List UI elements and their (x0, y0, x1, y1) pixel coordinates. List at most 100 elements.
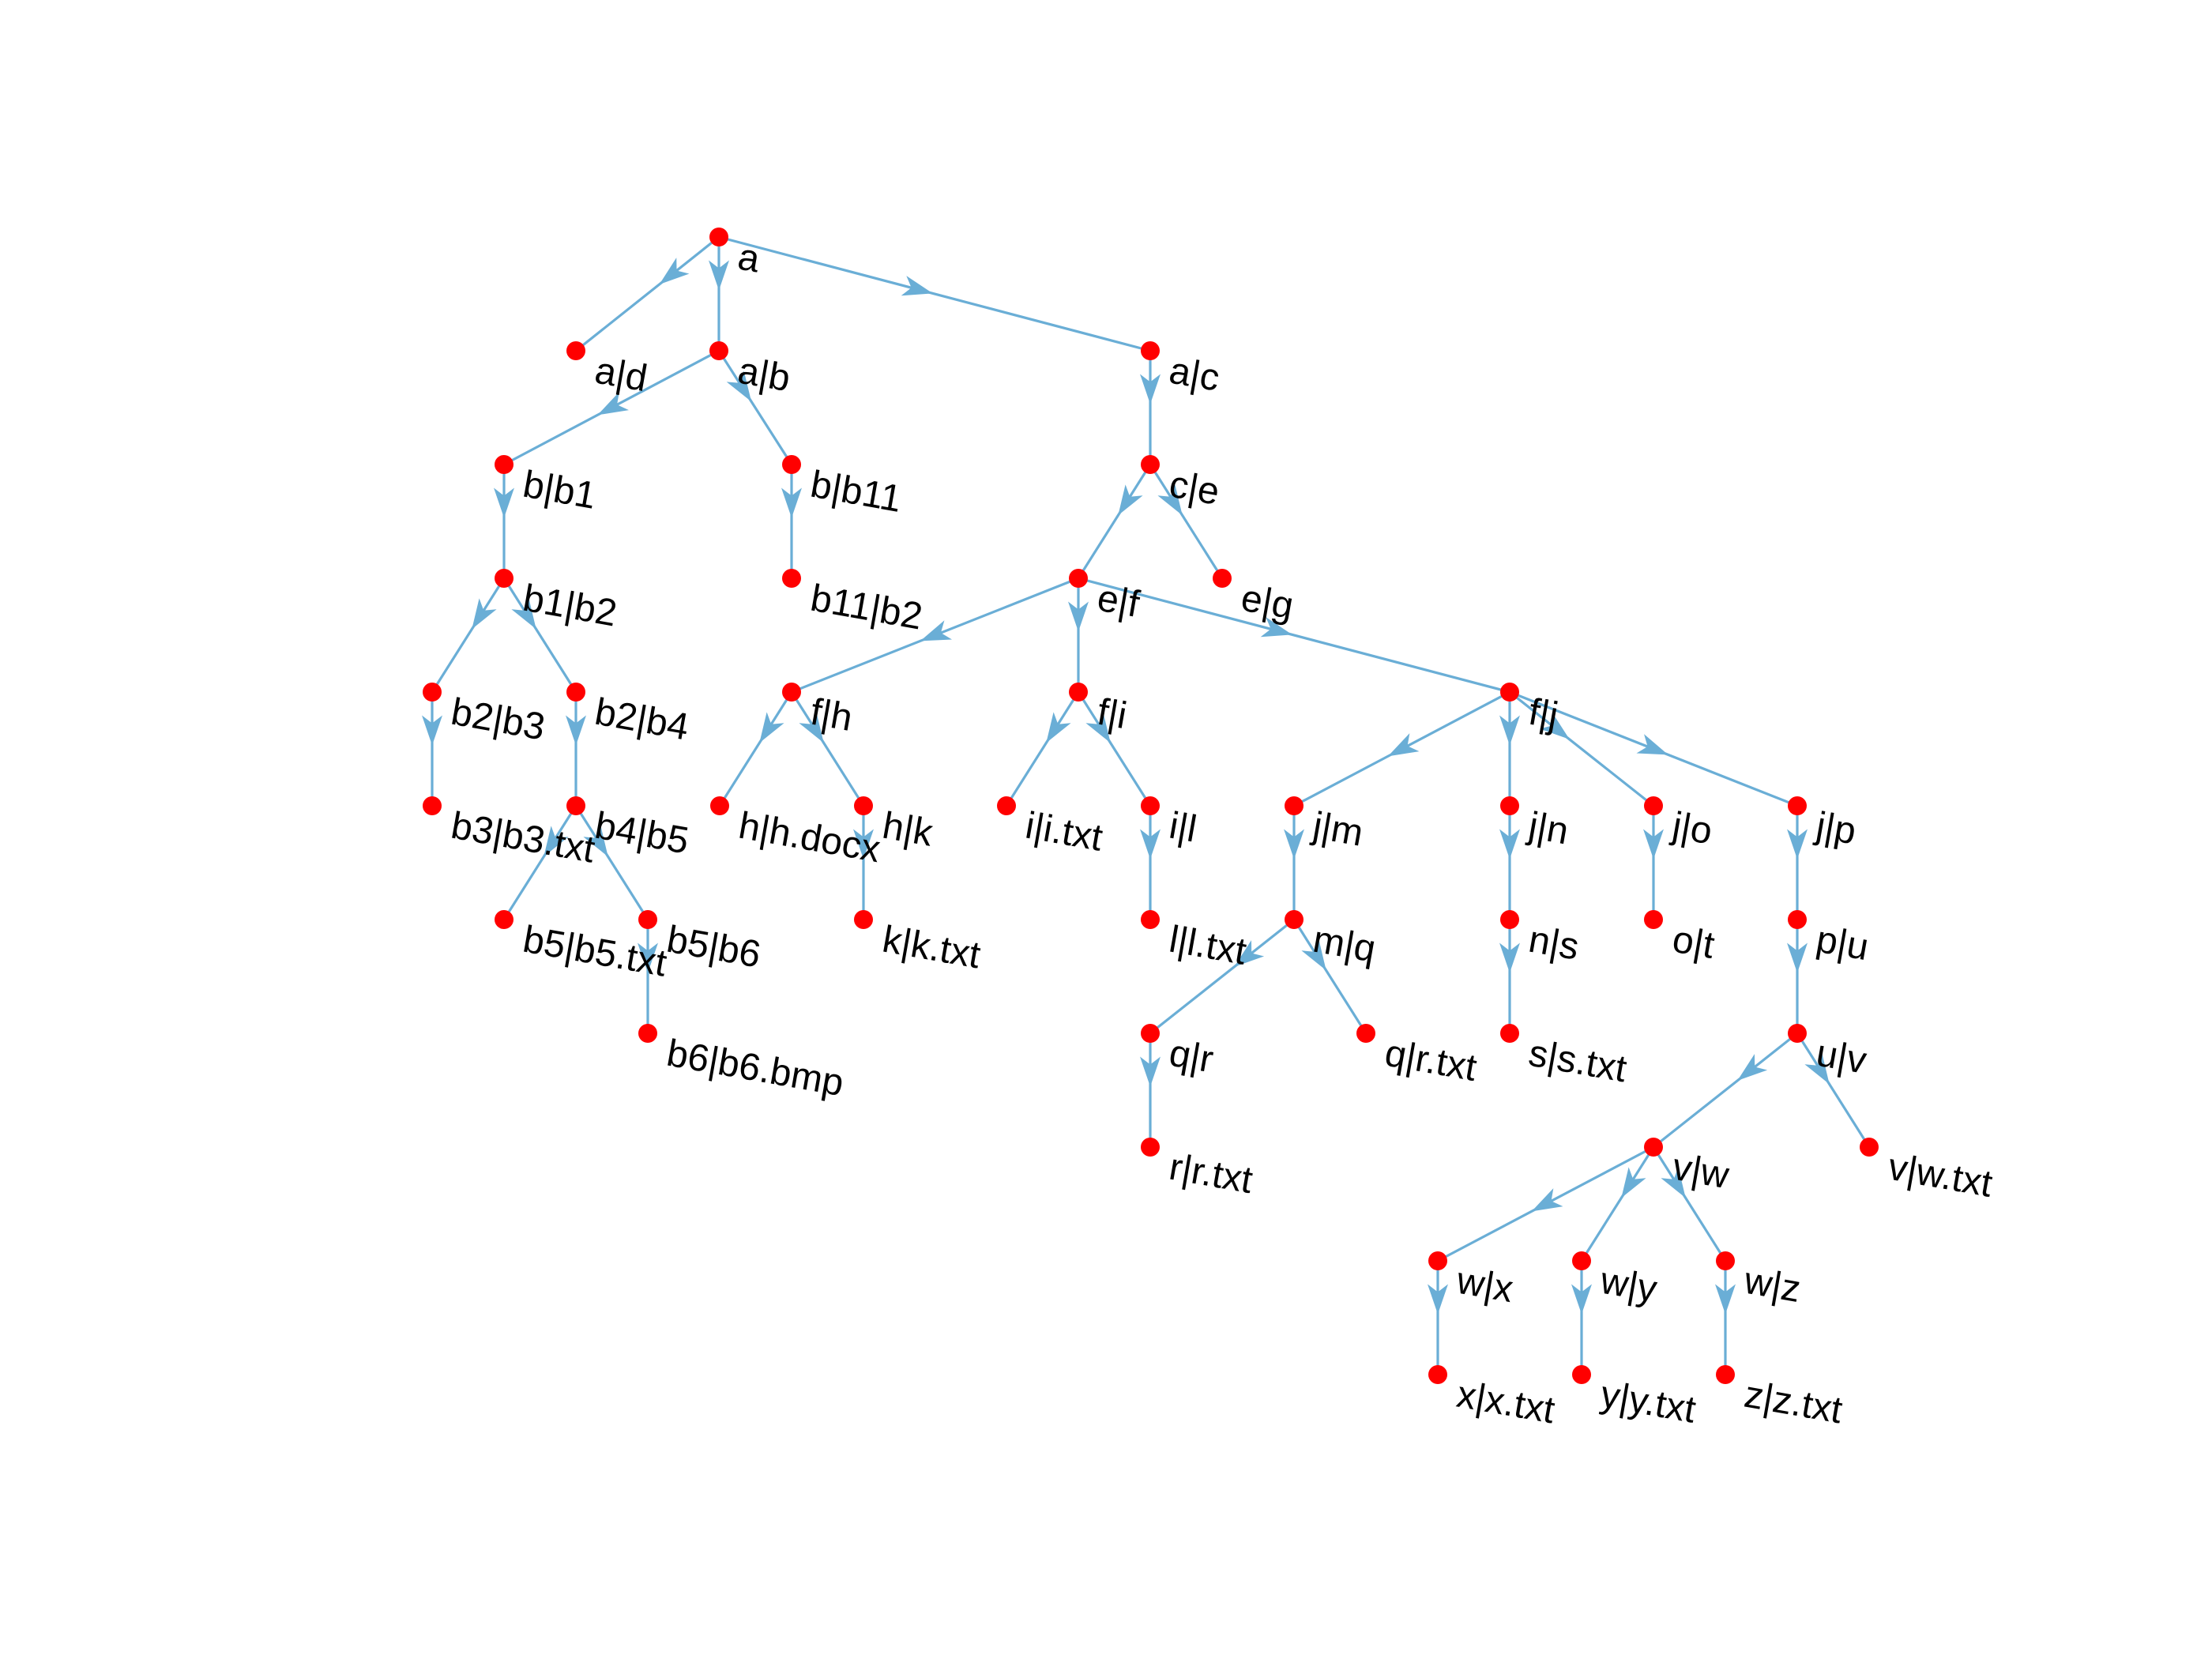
node-ztxt (1716, 1365, 1735, 1384)
node-label-ad: a|d (592, 350, 650, 401)
node-label-ot: o|t (1669, 919, 1717, 967)
node-label-ac: a|c (1166, 350, 1222, 400)
node-a (709, 228, 728, 246)
arrowhead-pu-uv (1787, 942, 1808, 973)
node-qr (1141, 1024, 1160, 1043)
arrowhead-a-ad (659, 258, 690, 284)
node-label-itxt: i|i.txt (1022, 805, 1106, 860)
node-b3txt (423, 796, 442, 815)
node-label-b5b6: b5|b6 (664, 919, 764, 976)
arrowhead-b5b6-b6bmp (638, 942, 658, 973)
arrowhead-bb11-b11b2 (781, 487, 802, 518)
node-label-wx: w|x (1453, 1259, 1516, 1311)
arrowhead-ce-eg (1157, 484, 1183, 516)
edge-fh-hdocx (718, 691, 793, 807)
nodes-layer (423, 228, 1879, 1384)
arrowhead-ce-ef (1118, 484, 1143, 516)
edge-ab-bb11 (717, 350, 793, 465)
edge-a-ac (718, 235, 1151, 352)
node-label-fi: f|i (1094, 691, 1130, 738)
arrowhead-fj-jm (1387, 733, 1420, 757)
node-label-jm: j|m (1308, 804, 1366, 855)
edge-vw-wz (1652, 1146, 1727, 1262)
node-wx (1428, 1251, 1447, 1270)
arrowhead-bb1-b1b2 (494, 487, 514, 518)
node-label-fj: f|j (1525, 691, 1561, 738)
arrowhead-jn-ns (1499, 829, 1520, 860)
edge-b1b2-b2b4 (502, 577, 577, 693)
edge-fi-il (1077, 691, 1152, 807)
node-b1b2 (495, 569, 514, 588)
node-jn (1500, 796, 1519, 815)
edge-b4b5-b5b6 (574, 805, 649, 920)
node-b5txt (495, 910, 514, 929)
node-label-b2b4: b2|b4 (592, 691, 692, 749)
arrowhead-fj-jp (1636, 734, 1668, 755)
node-jo (1644, 796, 1663, 815)
arrowhead-mq-qr (1234, 940, 1265, 967)
arrowhead-ef-fh (920, 620, 953, 641)
edge-fj-jo (1509, 690, 1654, 807)
edge-ce-eg (1149, 464, 1224, 579)
node-label-qr: q|r (1166, 1033, 1217, 1082)
node-wz (1716, 1251, 1735, 1270)
arrowhead-jm-mq (1284, 829, 1304, 860)
edge-b4b5-b5txt (502, 805, 577, 920)
node-vw (1644, 1138, 1663, 1157)
node-xtxt (1428, 1365, 1447, 1384)
node-fh (782, 683, 801, 702)
edge-mq-qrtxt (1292, 919, 1367, 1034)
arrowhead-fj-jo (1539, 713, 1570, 739)
arrowhead-b1b2-b2b4 (511, 598, 536, 630)
node-eg (1213, 569, 1232, 588)
arrowhead-qr-rtxt (1140, 1056, 1161, 1087)
arrowhead-vw-wx (1531, 1188, 1563, 1212)
arrowhead-fh-hdocx (759, 712, 784, 743)
node-itxt (997, 796, 1016, 815)
arrowhead-a-ac (901, 276, 933, 296)
node-label-stxt: s|s.txt (1525, 1033, 1630, 1091)
node-label-fh: f|h (807, 691, 856, 739)
edge-fi-itxt (1005, 691, 1080, 807)
arrowhead-ab-bb1 (597, 392, 629, 416)
node-label-vw: v|w (1669, 1146, 1732, 1198)
node-label-wy: w|y (1597, 1259, 1660, 1311)
node-b2b4 (566, 683, 585, 702)
node-label-ns: n|s (1525, 919, 1582, 969)
edge-fh-hk (790, 691, 865, 807)
node-ns (1500, 910, 1519, 929)
node-b11b2 (782, 569, 801, 588)
arrowhead-wx-xtxt (1428, 1284, 1448, 1315)
node-label-pu: p|u (1813, 919, 1872, 969)
node-label-eg: e|g (1238, 577, 1296, 628)
node-ytxt (1572, 1365, 1591, 1384)
node-label-bb1: b|b1 (520, 464, 599, 517)
arrows-layer (422, 258, 1830, 1315)
edge-vw-wy (1580, 1146, 1655, 1262)
arrowhead-fi-itxt (1046, 712, 1071, 743)
node-bb1 (495, 455, 514, 474)
arrowhead-b4b5-b5b6 (583, 826, 608, 857)
node-fj (1500, 683, 1519, 702)
node-b6bmp (638, 1024, 657, 1043)
node-label-il: i|l (1166, 805, 1199, 851)
node-ktxt (854, 910, 873, 929)
arrowhead-b2b4-b4b5 (566, 715, 586, 746)
arrowhead-jo-ot (1643, 829, 1664, 860)
arrowhead-mq-qrtxt (1301, 939, 1326, 971)
edge-ce-ef (1077, 464, 1152, 579)
node-qrtxt (1356, 1024, 1375, 1043)
edge-mq-qr (1149, 918, 1295, 1035)
arrowhead-fj-jn (1499, 715, 1520, 746)
node-pu (1788, 910, 1807, 929)
node-ab (709, 341, 728, 360)
node-label-b2b3: b2|b3 (448, 691, 548, 749)
arrowhead-uv-vwtxt (1804, 1053, 1830, 1085)
arrowhead-b2b3-b3txt (422, 715, 442, 746)
arrowhead-ns-stxt (1499, 942, 1520, 973)
node-label-rtxt: r|r.txt (1166, 1146, 1255, 1202)
arrowhead-wy-ytxt (1571, 1284, 1592, 1315)
node-bb11 (782, 455, 801, 474)
